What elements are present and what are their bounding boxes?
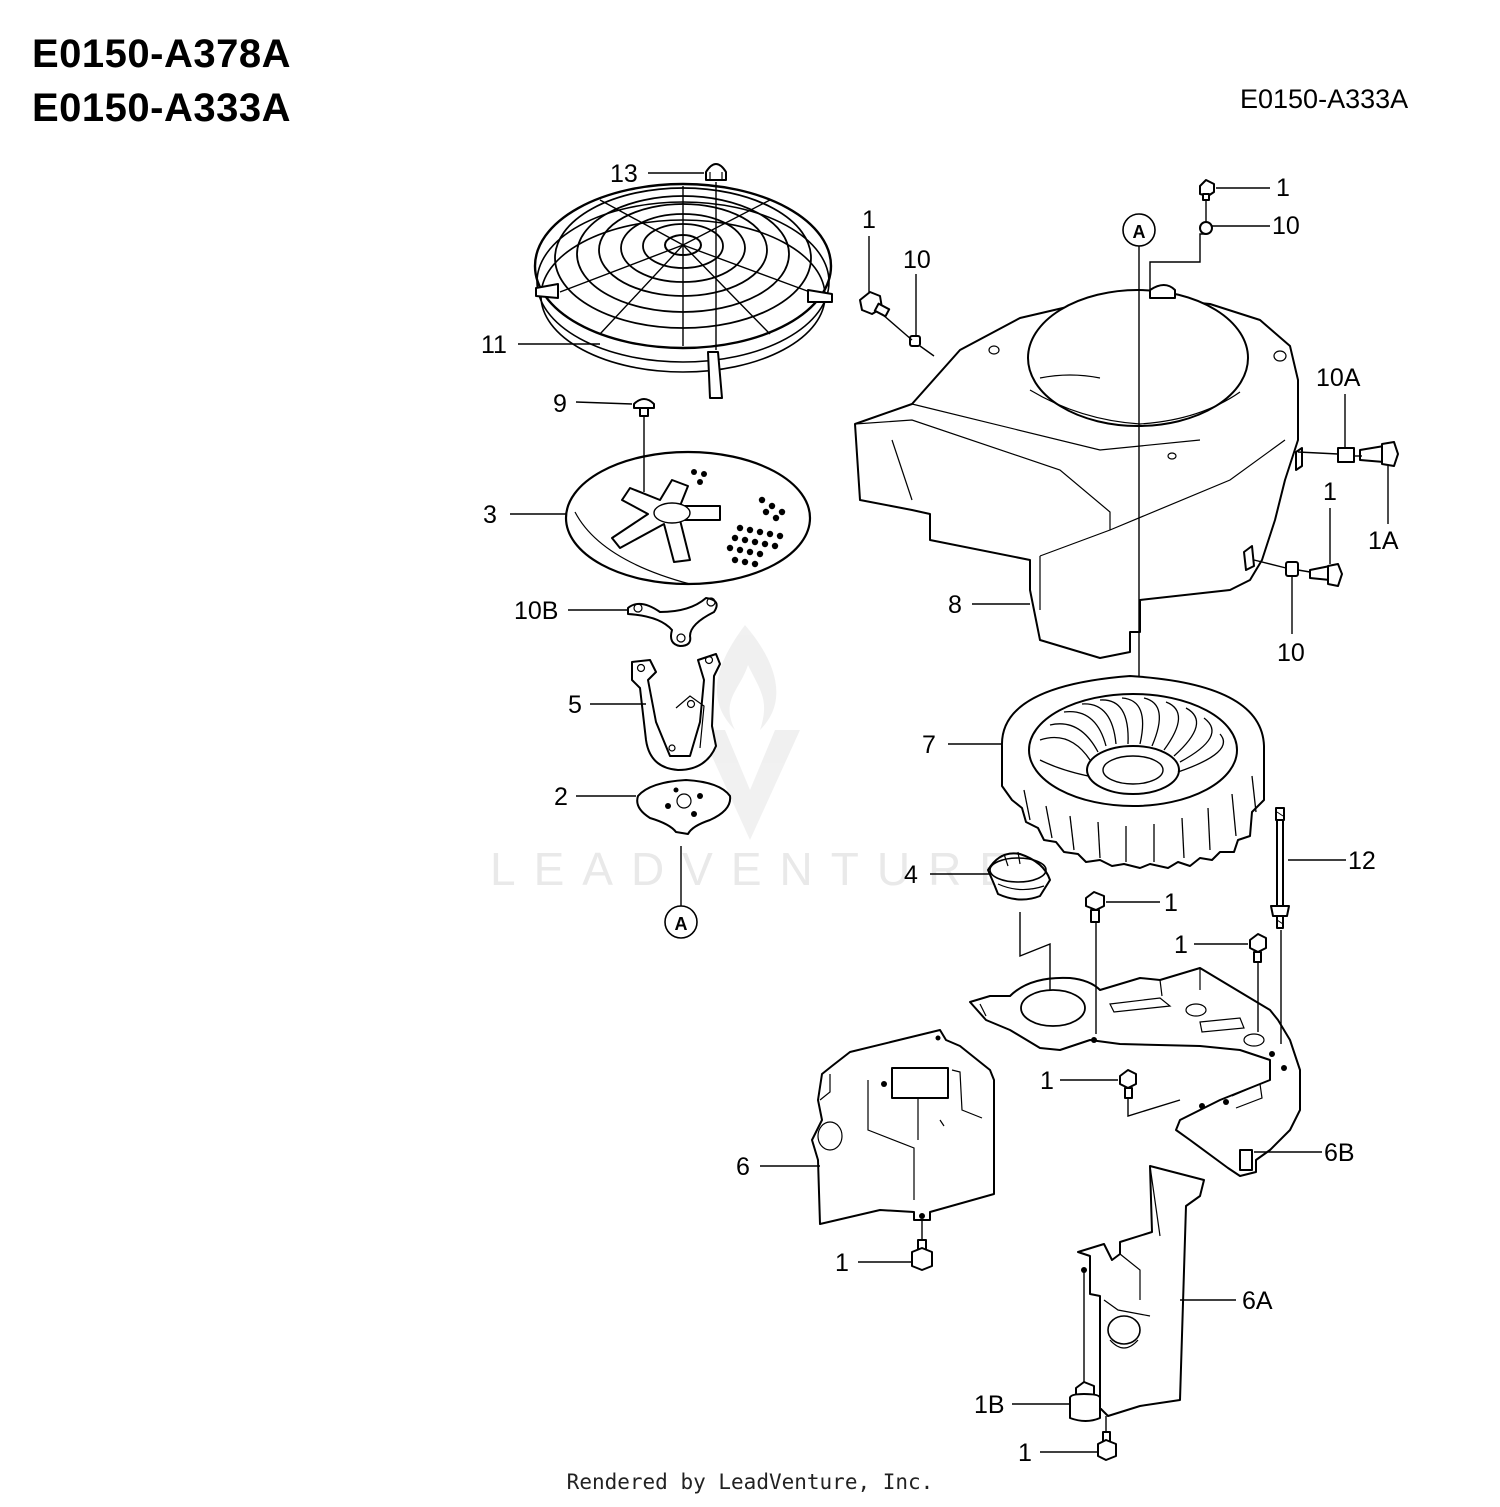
part-9-screw[interactable]	[633, 398, 655, 417]
callout-6: 6	[736, 1153, 750, 1181]
part-5-support-bracket[interactable]	[631, 653, 721, 771]
callout-4: 4	[904, 861, 918, 889]
callout-6A: 6A	[1242, 1287, 1273, 1315]
callout-10-side: 10	[1277, 639, 1305, 667]
model-code-line2: E0150-A333A	[32, 86, 291, 130]
part-12-stud[interactable]	[1270, 807, 1290, 929]
callout-1-low: 1	[1040, 1067, 1054, 1095]
watermark-logo	[700, 625, 800, 840]
part-4-fan-cup[interactable]	[987, 851, 1051, 901]
callout-1-bottom: 1	[1018, 1439, 1032, 1467]
alignment-lines	[643, 182, 1362, 1432]
footer-credit: Rendered by LeadVenture, Inc.	[566, 1470, 934, 1494]
callout-6B: 6B	[1324, 1139, 1355, 1167]
diagram-code: E0150-A333A	[1240, 84, 1409, 114]
part-1-bolt-bottom[interactable]	[1097, 1431, 1117, 1461]
part-1A-bolt[interactable]	[1359, 441, 1399, 467]
part-8-blower-housing[interactable]	[854, 284, 1303, 659]
part-1-bolt-mid2[interactable]	[1249, 933, 1267, 963]
callout-5: 5	[568, 691, 582, 719]
callout-9: 9	[553, 390, 567, 418]
part-13-acorn-nut[interactable]	[705, 163, 727, 181]
part-6-left-shroud[interactable]	[811, 1029, 995, 1225]
callout-1-top-left: 1	[862, 206, 876, 234]
part-6A-bottom-shroud[interactable]	[1077, 1165, 1205, 1417]
reference-marker-a-lower: A	[664, 846, 698, 939]
watermark-text: LEADVENTURE	[490, 843, 1028, 895]
callout-1-top-right: 1	[1276, 174, 1290, 202]
part-1B-bolt[interactable]	[1069, 1381, 1101, 1422]
part-10B-spacer-bracket[interactable]	[627, 597, 718, 647]
part-7-flywheel[interactable]	[1000, 675, 1265, 869]
part-10-spacer-top-right[interactable]	[1199, 221, 1213, 235]
callout-10A: 10A	[1316, 364, 1361, 392]
callout-2: 2	[554, 783, 568, 811]
marker-a-label: A	[675, 914, 688, 934]
callout-8: 8	[948, 591, 962, 619]
callout-10-top-right: 10	[1272, 212, 1300, 240]
callout-labels: 13 11 9 3 10B 5 2 1 10 1 10 10A 1A 1 10 …	[481, 160, 1399, 1467]
callout-10B: 10B	[514, 597, 558, 625]
leader-lines	[510, 172, 1389, 1453]
callout-7: 7	[922, 731, 936, 759]
marker-a-label: A	[1133, 222, 1146, 242]
callout-1B: 1B	[974, 1391, 1005, 1419]
model-code-line1: E0150-A378A	[32, 32, 291, 76]
reference-marker-a-upper: A	[1122, 213, 1156, 247]
part-10-spacer-top-left[interactable]	[909, 335, 921, 347]
part-1-bolt-low[interactable]	[1119, 1069, 1137, 1099]
part-10-spacer-side[interactable]	[1285, 561, 1299, 577]
part-1-bolt-top-left[interactable]	[859, 291, 891, 318]
callout-1-mid2: 1	[1174, 931, 1188, 959]
part-2-plate[interactable]	[636, 779, 732, 835]
callout-1-side: 1	[1323, 478, 1337, 506]
callout-12: 12	[1348, 847, 1376, 875]
part-6B-lower-shroud[interactable]	[969, 967, 1301, 1177]
callout-1-mid: 1	[1164, 889, 1178, 917]
part-1-bolt-top-right[interactable]	[1199, 179, 1215, 201]
part-1-bolt-bottom-left[interactable]	[911, 1239, 933, 1271]
part-11-wire-grille[interactable]	[533, 182, 833, 399]
callout-10-top-left: 10	[903, 246, 931, 274]
callout-1-bottom-left: 1	[835, 1249, 849, 1277]
part-1-bolt-mid[interactable]	[1085, 891, 1105, 923]
callout-13: 13	[610, 160, 638, 188]
callout-1A: 1A	[1368, 527, 1399, 555]
part-1-bolt-side[interactable]	[1309, 563, 1343, 587]
part-3-screen-plate[interactable]	[564, 450, 812, 586]
callout-11: 11	[481, 331, 507, 359]
callout-3: 3	[483, 501, 497, 529]
part-10A-spacer[interactable]	[1337, 447, 1355, 463]
